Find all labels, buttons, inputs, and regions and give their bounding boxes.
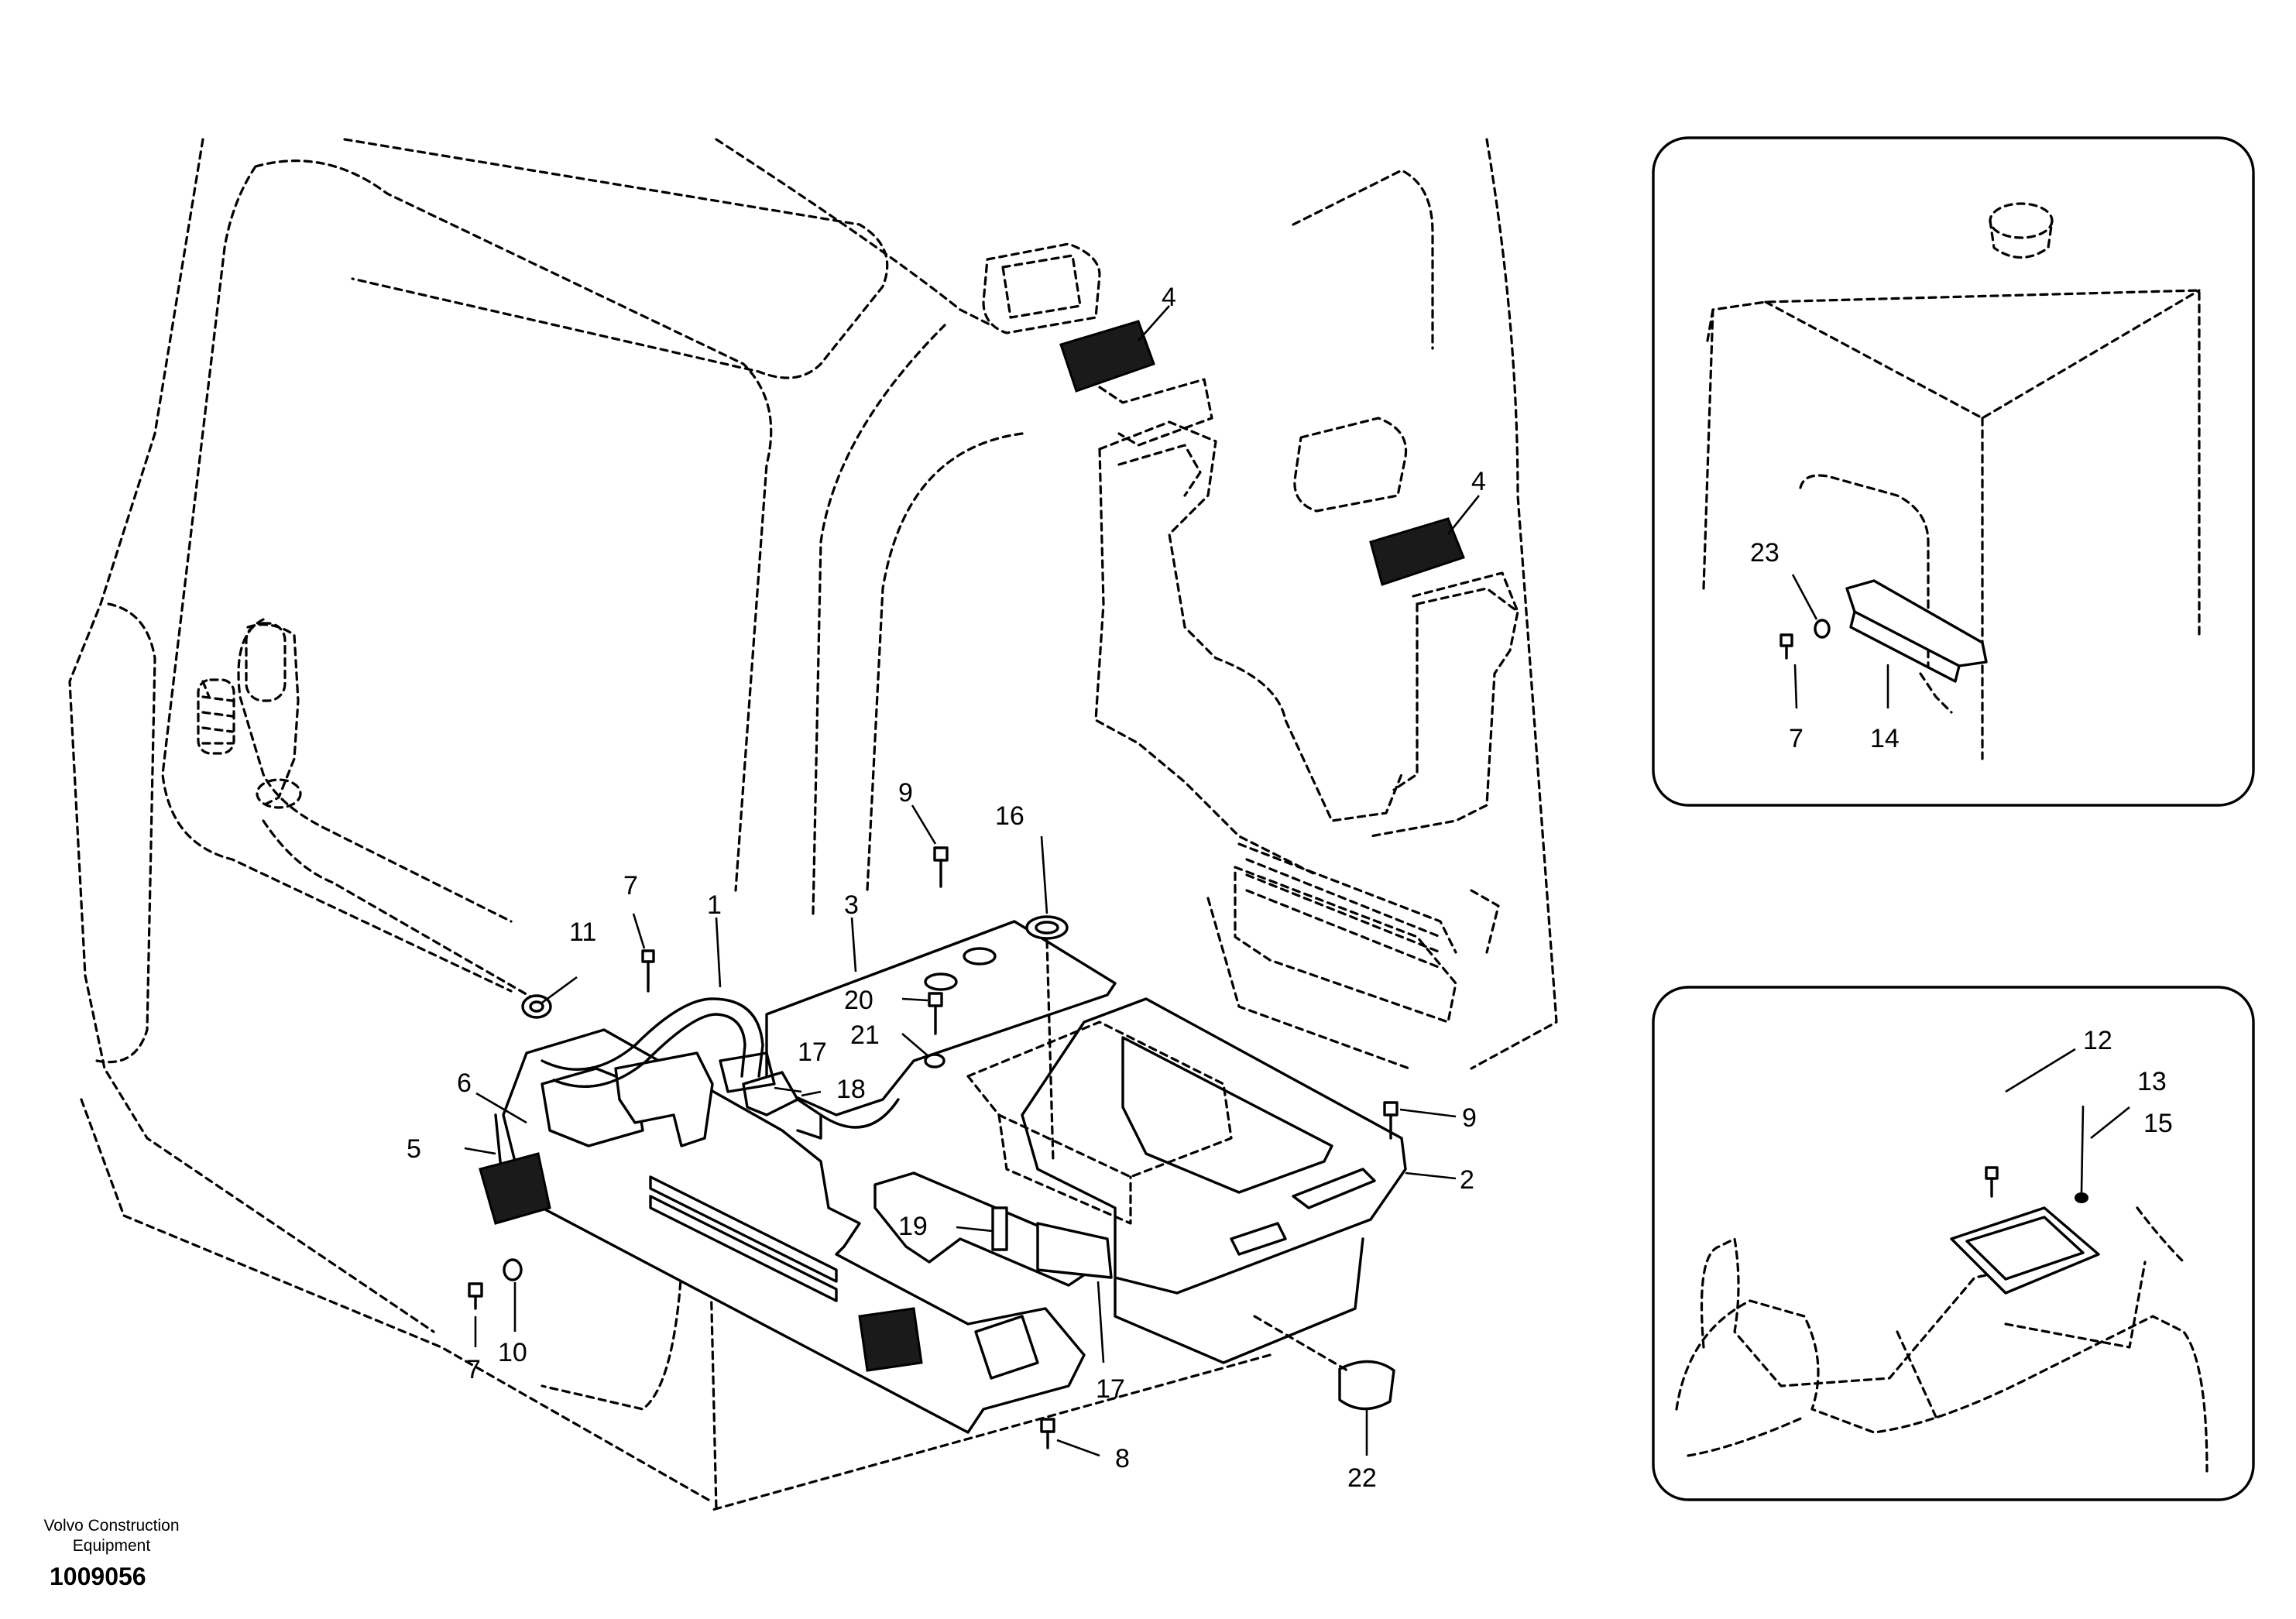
valve-18-body (796, 1098, 822, 1140)
washer-13 (2075, 1192, 2088, 1203)
screw-12 (1985, 1166, 1999, 1198)
hose-clamp-11-inner (529, 1000, 544, 1013)
brand-label: Volvo Construction Equipment (19, 1516, 204, 1556)
inset-bolt-7 (1779, 633, 1793, 660)
pillar-fixtures (197, 622, 302, 809)
callout-2: 2 (1460, 1165, 1474, 1195)
hose-1 (541, 997, 764, 1078)
callout-7-inset: 7 (1789, 724, 1804, 753)
bolt-9-right (1383, 1101, 1399, 1140)
callout-8: 8 (1115, 1444, 1130, 1473)
inset-washer-23 (1814, 619, 1831, 639)
callout-labels: 1 2 3 4 4 5 6 7 7 8 9 9 10 11 16 17 17 1… (407, 283, 2173, 1493)
base-frame-slot-2 (1230, 1222, 1287, 1256)
brand-line-2: Equipment (72, 1537, 151, 1555)
callout-19: 19 (898, 1212, 928, 1241)
duct-system (982, 242, 1519, 1070)
callout-4a: 4 (1162, 283, 1176, 312)
callout-10: 10 (498, 1338, 527, 1367)
cab-outline (68, 138, 1558, 1511)
callout-3: 3 (844, 890, 859, 920)
callout-9a: 9 (898, 778, 913, 808)
valve-18 (742, 1071, 799, 1116)
o-ring-16-centreline (1045, 939, 1055, 1163)
duct-slot-2 (649, 1195, 838, 1302)
callout-9b: 9 (1462, 1103, 1477, 1133)
plate-hole-1 (963, 947, 997, 966)
callout-13: 13 (2137, 1067, 2167, 1096)
louver-grille-4b (1369, 517, 1519, 613)
heater-unit-side (997, 1113, 1132, 1225)
bracket-17a (614, 1051, 714, 1147)
callout-11: 11 (569, 918, 596, 947)
bolt-7-upper (641, 949, 655, 993)
hose-1-fitting (719, 1051, 776, 1093)
grommet-22 (1338, 1360, 1395, 1411)
duct-window-left (541, 1067, 644, 1147)
callout-12: 12 (2083, 1026, 2112, 1055)
callout-17a: 17 (798, 1038, 827, 1067)
o-ring-16-inner (1035, 921, 1059, 935)
base-frame-lower (1114, 1237, 1364, 1364)
inset-top (1652, 136, 2255, 807)
bracket-14-edge (1849, 610, 1961, 683)
duct-end-grille (858, 1307, 923, 1372)
louver-grille-5 (479, 1152, 551, 1225)
callout-7b: 7 (466, 1355, 481, 1384)
callout-14: 14 (1870, 724, 1900, 753)
callout-22: 22 (1347, 1463, 1377, 1493)
rear-louver (1237, 842, 1457, 969)
plate-hole-2 (924, 972, 958, 991)
callout-1: 1 (707, 890, 722, 920)
washer-10 (503, 1258, 523, 1281)
bolt-8 (1040, 1418, 1055, 1449)
louver-grille-4a (1059, 320, 1213, 447)
callout-5: 5 (407, 1134, 421, 1164)
bolt-20 (928, 992, 943, 1035)
leader-lines (464, 305, 1481, 1457)
duct-window-right (974, 1315, 1039, 1380)
grommet-centreline (1253, 1315, 1349, 1372)
valve-hose (819, 1098, 900, 1129)
duct-slot-1 (649, 1175, 838, 1283)
callout-20: 20 (844, 986, 873, 1015)
brand-line-1: Volvo Construction (43, 1517, 180, 1535)
bolt-9-upper (933, 846, 949, 888)
inset-top-frame (1652, 136, 2255, 807)
callout-7a: 7 (623, 871, 638, 900)
cover-plate-15 (1950, 1206, 2100, 1295)
callout-17b: 17 (1096, 1374, 1125, 1404)
callout-23: 23 (1750, 538, 1779, 568)
document-number: 1009056 (50, 1562, 146, 1590)
cover-plate-15-inner (1965, 1216, 2085, 1281)
callout-18: 18 (836, 1075, 866, 1104)
callout-4b: 4 (1471, 467, 1486, 496)
callout-6: 6 (457, 1068, 472, 1098)
base-frame (1021, 997, 1407, 1295)
callout-15: 15 (2143, 1109, 2173, 1138)
callout-21: 21 (850, 1020, 880, 1050)
base-frame-inner (1121, 1036, 1333, 1194)
hose-1-outer (552, 1013, 746, 1089)
washer-21 (924, 1053, 946, 1068)
inset-bottom (1652, 986, 2255, 1501)
o-ring-16 (1025, 915, 1069, 940)
pin-19 (991, 1206, 1008, 1251)
inset-bottom-frame (1652, 986, 2255, 1501)
base-frame-slot-1 (1292, 1168, 1376, 1209)
support-rail (1036, 1222, 1113, 1279)
bolt-7-lower (468, 1282, 483, 1310)
callout-16: 16 (995, 801, 1024, 831)
